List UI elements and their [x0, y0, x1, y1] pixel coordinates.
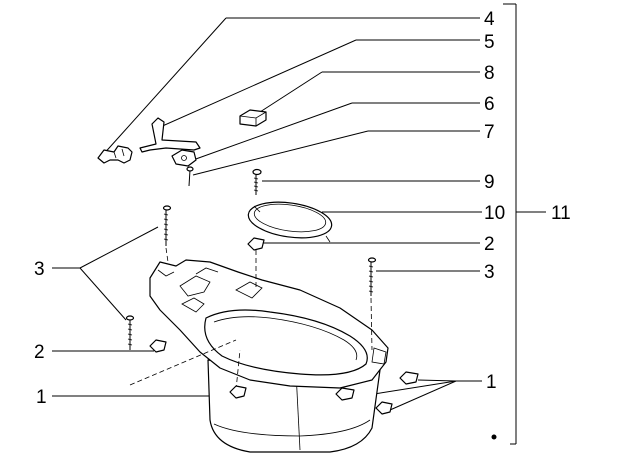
- callout-1-left: 1: [36, 387, 47, 408]
- assembly-bracket: [503, 3, 546, 445]
- callout-11: 11: [551, 203, 571, 224]
- helmet-compartment-assembly: [129, 247, 389, 453]
- clip-part-2-left: [149, 339, 167, 353]
- screw-part-3-left-top: [162, 205, 172, 246]
- callout-7: 7: [484, 122, 495, 143]
- screw-part-3-right: [367, 257, 377, 296]
- callout-labels: 4 5 8 6 7 9 10 11 2 3 3 2 1 1: [34, 9, 571, 408]
- cover-lid-part-10: [247, 201, 333, 243]
- lever-part-5: [139, 117, 201, 153]
- clip-part-2-right: [247, 237, 265, 251]
- callout-5: 5: [484, 32, 495, 53]
- nut-part-1-right-c: [375, 401, 393, 415]
- nut-part-1-left: [229, 385, 247, 399]
- callout-1-right: 1: [486, 372, 497, 393]
- screw-part-7: [186, 166, 194, 187]
- nut-part-1-right-a: [399, 371, 419, 385]
- leader-lines: [52, 17, 482, 411]
- callout-2-left: 2: [34, 342, 45, 363]
- nut-part-1-right-b: [335, 387, 355, 401]
- callout-9: 9: [484, 172, 495, 193]
- callout-6: 6: [484, 94, 495, 115]
- callout-2-right: 2: [484, 234, 495, 255]
- callout-10: 10: [484, 203, 505, 224]
- plate-part-6: [171, 149, 197, 167]
- bracket-end-dot: [491, 434, 497, 440]
- screw-part-3-left-bottom: [125, 315, 135, 350]
- rubber-pad-part-8: [239, 109, 267, 127]
- callout-3-left: 3: [34, 259, 45, 280]
- callout-8: 8: [484, 63, 495, 84]
- callout-4: 4: [484, 9, 495, 30]
- callout-3-right: 3: [484, 262, 495, 283]
- latch-bracket-part-4: [97, 145, 133, 164]
- screw-part-9: [252, 168, 262, 195]
